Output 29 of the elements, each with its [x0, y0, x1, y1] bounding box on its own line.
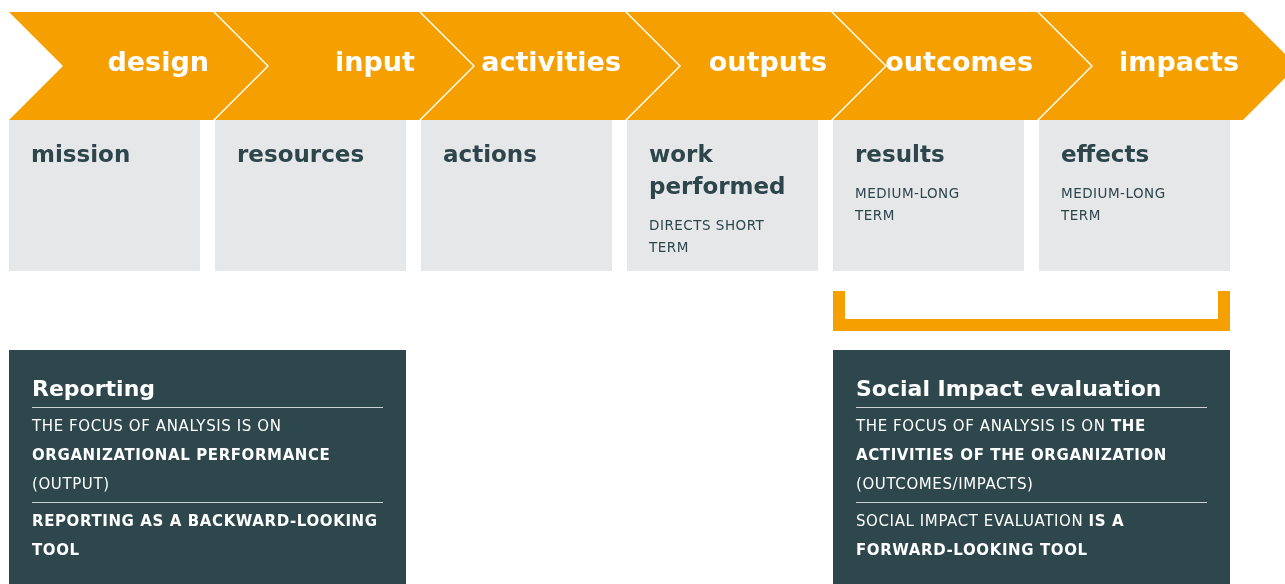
term-note: MEDIUM-LONG TERM — [855, 184, 961, 225]
stage-box — [1039, 120, 1230, 271]
step-label: impacts — [1119, 46, 1239, 77]
panel-text: SOCIAL IMPACT EVALUATION IS A FORWARD-LOOKING TOOL — [856, 502, 1207, 568]
panel-text: REPORTING AS A BACKWARD-LOOKING TOOL — [32, 502, 383, 568]
step-label: design — [107, 46, 209, 77]
term-note: DIRECTS SHORT TERM — [649, 216, 766, 257]
step-label: input — [335, 46, 415, 77]
stage-title: results — [855, 140, 945, 169]
step-label: outcomes — [885, 46, 1033, 77]
stage-title: resources — [237, 140, 365, 169]
step-label: outputs — [708, 46, 827, 77]
panel-text: THE FOCUS OF ANALYSIS IS ON ORGANIZATIONAL PERFORMANCE (OUTPUT) — [32, 416, 332, 495]
stage-box — [421, 120, 612, 271]
stage-box — [833, 120, 1024, 271]
info-panel — [833, 350, 1230, 584]
info-panel — [9, 350, 406, 584]
stage-title: work performed — [649, 140, 787, 201]
panel-heading: Reporting — [32, 376, 383, 408]
stage-box — [627, 120, 818, 271]
stage-box — [215, 120, 406, 271]
term-note: MEDIUM-LONG TERM — [1061, 184, 1167, 225]
stage-title: actions — [443, 140, 537, 169]
stage-title: effects — [1061, 140, 1150, 169]
stage-title: mission — [31, 140, 131, 169]
panel-text: THE FOCUS OF ANALYSIS IS ON THE ACTIVITIES OF THE ORGANIZATION (OUTCOMES/IMPACTS) — [856, 416, 1168, 495]
panel-heading: Social Impact evaluation — [856, 376, 1207, 408]
stage-box — [9, 120, 200, 271]
step-label: activities — [481, 46, 621, 77]
